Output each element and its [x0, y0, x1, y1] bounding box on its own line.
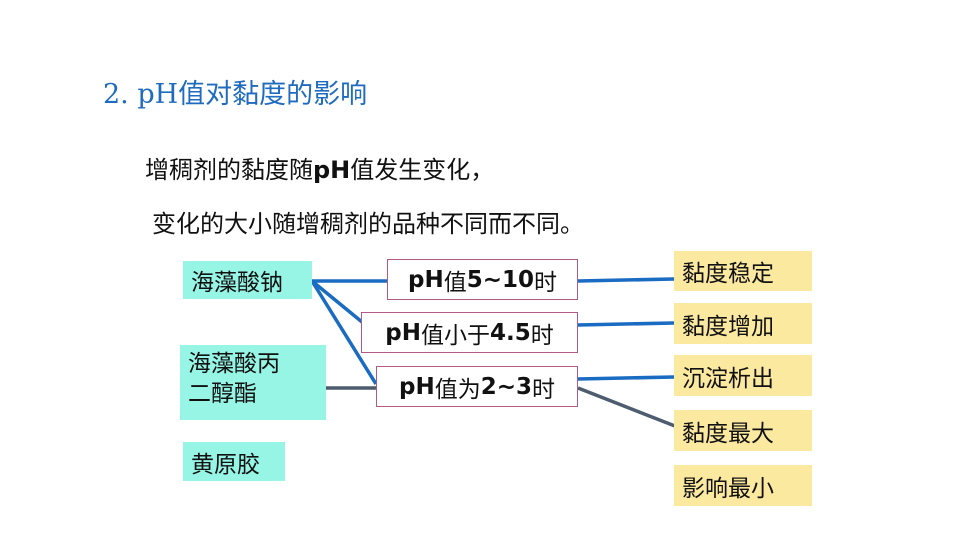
node-effect-min: 影响最小 — [674, 465, 812, 506]
ph-2-3-value-word: 值为 — [434, 376, 481, 403]
ph-below-4-5-suffix: 时 — [530, 322, 554, 349]
node-viscosity-stable: 黏度稳定 — [674, 251, 812, 291]
ph-below-4-5-threshold: 4.5 — [489, 319, 531, 346]
node-viscosity-stable-label: 黏度稳定 — [682, 261, 774, 287]
node-xanthan-gum: 黄原胶 — [183, 442, 285, 481]
intro-line-1-ph: pH — [313, 156, 351, 184]
ph-5-10-range: 5~10 — [466, 266, 534, 293]
node-pga-label-line-2: 二醇酯 — [188, 381, 257, 407]
node-effect-min-label: 影响最小 — [682, 475, 774, 502]
node-pga-label: 海藻酸丙二醇酯 — [188, 349, 280, 409]
intro-line-1-end: 值发生变化， — [350, 156, 495, 184]
ph-5-10-suffix: 时 — [534, 269, 557, 296]
connector-alginate-to-ph-below-4-5 — [310, 279, 364, 324]
node-sodium-alginate-label: 海藻酸钠 — [191, 270, 283, 296]
node-viscosity-max: 黏度最大 — [674, 410, 812, 451]
intro-line-1-start: 增稠剂的黏度随 — [145, 156, 313, 184]
node-precipitate-label: 沉淀析出 — [682, 365, 774, 392]
connector-ph-2-3-to-precipitate — [577, 375, 675, 381]
ph-below-4-5-value-word: 值小于 — [420, 322, 490, 349]
node-sodium-alginate: 海藻酸钠 — [183, 261, 312, 299]
ph-2-3-range: 2~3 — [480, 373, 532, 400]
intro-line-2: 变化的大小随增稠剂的品种不同而不同。 — [152, 210, 584, 238]
intro-line-1: 增稠剂的黏度随pH值发生变化， — [145, 150, 494, 185]
node-viscosity-increase-label: 黏度增加 — [682, 313, 774, 340]
node-viscosity-increase: 黏度增加 — [674, 303, 812, 344]
ph-2-3-suffix: 时 — [532, 376, 555, 403]
node-propylene-glycol-alginate: 海藻酸丙二醇酯 — [180, 345, 326, 420]
node-precipitate: 沉淀析出 — [674, 355, 812, 396]
connector-ph-5-10-to-stable — [577, 277, 675, 283]
slide-title: 2. pH值对黏度的影响 — [103, 79, 368, 110]
ph-2-3-ph: pH — [399, 373, 435, 400]
ph-below-4-5-ph: pH — [385, 319, 421, 346]
connector-ph-2-3-to-max — [577, 386, 681, 430]
node-xanthan-gum-label: 黄原胶 — [191, 451, 260, 478]
node-pga-label-line-1: 海藻酸丙 — [188, 351, 280, 377]
ph-5-10-ph: pH — [407, 266, 444, 293]
connector-ph-below-4-5-to-increase — [577, 321, 675, 327]
ph-5-10-value-word: 值 — [443, 269, 467, 296]
connector-alginate-to-ph-2-3 — [310, 280, 378, 385]
node-viscosity-max-label: 黏度最大 — [682, 420, 774, 447]
